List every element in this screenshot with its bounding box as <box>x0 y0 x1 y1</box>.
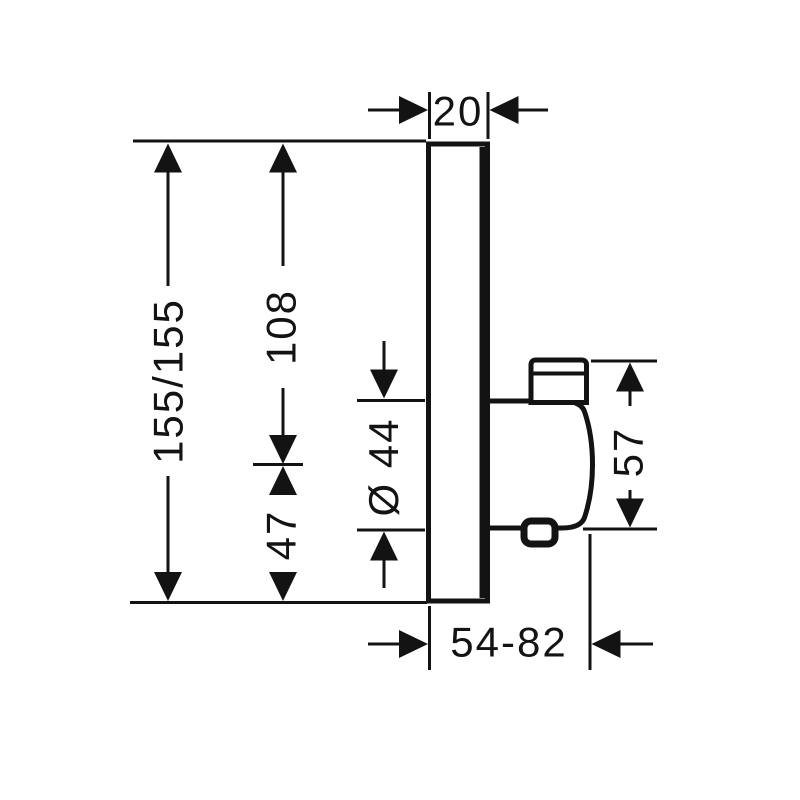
arrow-down-icon <box>269 435 297 464</box>
fixture-outline <box>426 141 596 604</box>
label-wall-to-handle-depth: 54-82 <box>450 618 567 665</box>
label-top-to-handle-center: 108 <box>257 289 304 365</box>
faceplate-outline <box>426 141 490 604</box>
arrow-down-icon <box>269 572 297 601</box>
arrow-right-icon <box>399 96 428 124</box>
dimension-handle-diameter: Ø 44 <box>357 341 425 588</box>
dimension-handle-height: 57 <box>583 359 657 531</box>
arrow-up-icon <box>154 143 182 173</box>
arrow-up-icon <box>269 143 297 173</box>
arrow-right-icon <box>399 630 428 658</box>
bottom-tab-ring <box>520 517 559 548</box>
label-handle-center-to-bottom: 47 <box>257 510 304 561</box>
arrow-down-icon <box>154 572 182 601</box>
dimension-plate-depth: 20 <box>368 87 548 139</box>
label-handle-height: 57 <box>604 427 651 478</box>
arrow-up-icon <box>616 362 644 392</box>
dimension-wall-to-handle-depth: 54-82 <box>368 534 653 670</box>
handle-knob-outline <box>528 357 589 405</box>
label-handle-diameter: Ø 44 <box>360 417 407 516</box>
arrow-down-icon <box>370 369 398 399</box>
arrow-down-icon <box>616 498 644 528</box>
arrow-up-icon <box>370 531 398 561</box>
dimension-top-to-handle-center: 108 <box>253 143 304 466</box>
arrow-up-icon <box>269 466 297 495</box>
arrow-left-icon <box>489 96 519 124</box>
dimension-plate-height: 155/155 <box>130 139 427 604</box>
dimension-handle-center-to-bottom: 47 <box>257 466 304 601</box>
label-plate-depth: 20 <box>433 87 484 134</box>
arrow-left-icon <box>591 630 621 658</box>
handle-body-outline <box>490 398 596 531</box>
label-plate-height: 155/155 <box>144 298 191 464</box>
